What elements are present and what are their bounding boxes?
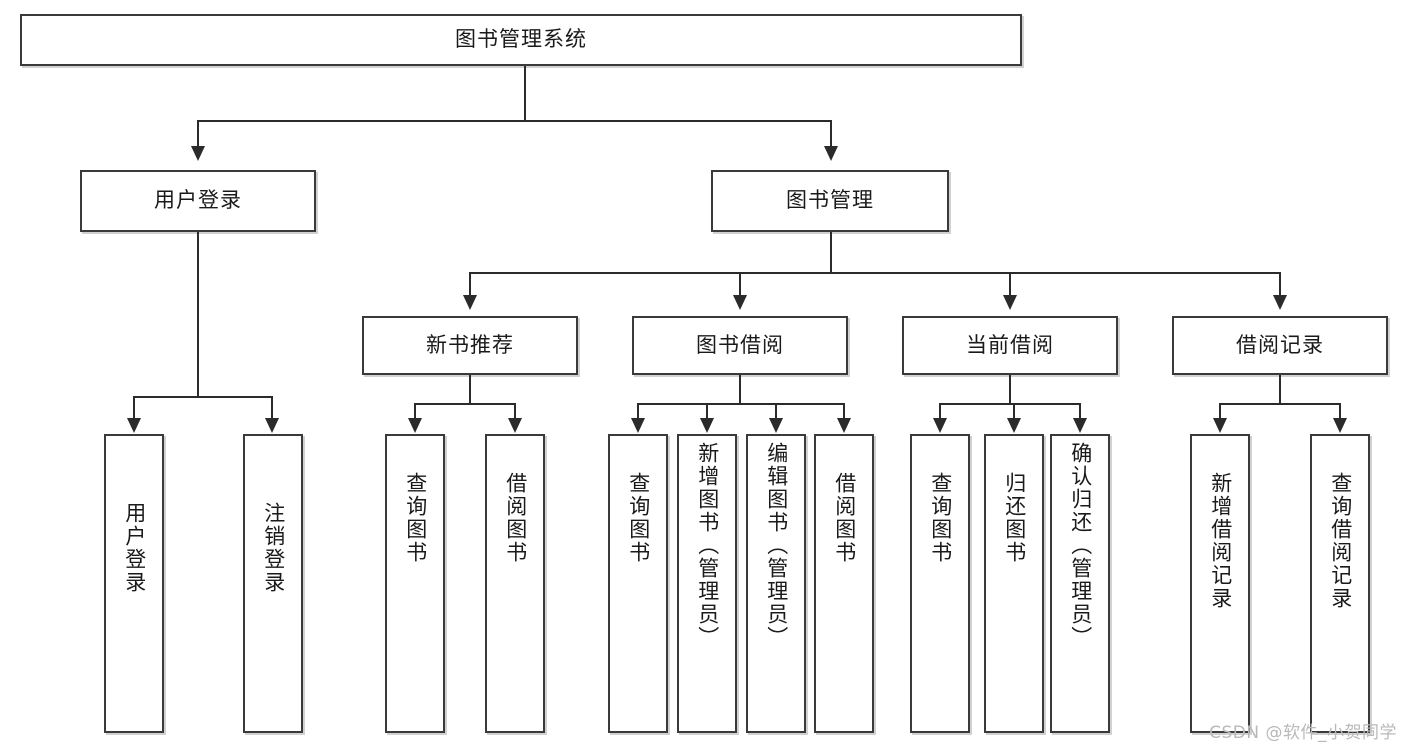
leaf-add-record[interactable]: 新增借阅记录 [1190, 434, 1250, 733]
leaf-add-book[interactable]: 新增图书（管理员） [677, 434, 737, 733]
leaf-borrow-book-1-label: 借阅图书 [503, 472, 528, 564]
connector-current-borrow-to-leaf-1 [939, 403, 941, 420]
connector-book-borrow-to-leaf-1 [637, 403, 639, 420]
arrow-current-borrow-to-leaf-1 [933, 418, 947, 433]
arrow-book-manage-to-new-book-rec [463, 295, 477, 310]
connector-borrow-record-bus [1219, 403, 1341, 405]
connector-borrow-record-stem [1279, 375, 1281, 405]
node-user-login[interactable]: 用户登录 [80, 170, 316, 232]
leaf-edit-book-label: 编辑图书（管理员） [764, 442, 789, 649]
connector-book-manage-stem [830, 232, 832, 274]
arrow-book-manage-to-borrow-record [1273, 295, 1287, 310]
leaf-query-record[interactable]: 查询借阅记录 [1310, 434, 1370, 733]
connector-book-manage-to-borrow-record [1279, 272, 1281, 297]
leaf-query-book-2[interactable]: 查询图书 [608, 434, 668, 733]
leaf-edit-book[interactable]: 编辑图书（管理员） [746, 434, 806, 733]
arrow-root-to-book-manage [824, 146, 838, 161]
arrow-borrow-record-to-leaf-2 [1333, 418, 1347, 433]
arrow-book-borrow-to-leaf-4 [837, 418, 851, 433]
connector-user-login-bus [133, 396, 273, 398]
connector-new-book-rec-to-leaf-2 [514, 403, 516, 420]
connector-book-manage-to-current-borrow [1009, 272, 1011, 297]
connector-current-borrow-stem [1009, 375, 1011, 405]
leaf-query-book-1[interactable]: 查询图书 [385, 434, 445, 733]
leaf-user-logout[interactable]: 注销登录 [243, 434, 303, 733]
connector-book-manage-to-new-book-rec [469, 272, 471, 297]
arrow-user-login-to-leaf-1 [127, 418, 141, 433]
node-current-borrow[interactable]: 当前借阅 [902, 316, 1118, 375]
arrow-book-manage-to-book-borrow [733, 295, 747, 310]
node-borrow-record-label: 借阅记录 [1236, 332, 1324, 357]
leaf-borrow-book-2-label: 借阅图书 [832, 472, 857, 564]
leaf-add-book-label: 新增图书（管理员） [695, 442, 720, 649]
leaf-user-login-label: 用户登录 [122, 502, 147, 594]
leaf-borrow-book-2[interactable]: 借阅图书 [814, 434, 874, 733]
arrow-current-borrow-to-leaf-2 [1007, 418, 1021, 433]
leaf-add-record-label: 新增借阅记录 [1208, 472, 1233, 610]
connector-root-to-user-login [197, 120, 199, 148]
arrow-current-borrow-to-leaf-3 [1073, 418, 1087, 433]
leaf-query-book-3[interactable]: 查询图书 [910, 434, 970, 733]
connector-borrow-record-to-leaf-1 [1219, 403, 1221, 420]
arrow-root-to-user-login [191, 146, 205, 161]
leaf-query-book-2-label: 查询图书 [626, 472, 651, 564]
leaf-return-book-label: 归还图书 [1002, 472, 1027, 564]
connector-current-borrow-bus [939, 403, 1081, 405]
connector-root-bus [197, 120, 832, 122]
connector-root-to-book-manage [830, 120, 832, 148]
node-new-book-rec[interactable]: 新书推荐 [362, 316, 578, 375]
node-book-manage-label: 图书管理 [786, 188, 874, 213]
arrow-new-book-rec-to-leaf-1 [408, 418, 422, 433]
leaf-query-book-1-label: 查询图书 [403, 472, 428, 564]
leaf-return-book[interactable]: 归还图书 [984, 434, 1044, 733]
leaf-query-record-label: 查询借阅记录 [1328, 472, 1353, 610]
connector-book-manage-to-book-borrow [739, 272, 741, 297]
connector-root-stem [524, 66, 526, 120]
connector-borrow-record-to-leaf-2 [1339, 403, 1341, 420]
arrow-book-borrow-to-leaf-2 [700, 418, 714, 433]
leaf-confirm-return-label: 确认归还（管理员） [1068, 442, 1093, 649]
arrow-book-borrow-to-leaf-1 [631, 418, 645, 433]
arrow-new-book-rec-to-leaf-2 [508, 418, 522, 433]
connector-current-borrow-to-leaf-3 [1079, 403, 1081, 420]
node-current-borrow-label: 当前借阅 [966, 332, 1054, 357]
connector-user-login-to-leaf-1 [133, 396, 135, 420]
node-borrow-record[interactable]: 借阅记录 [1172, 316, 1388, 375]
connector-book-manage-bus [469, 272, 1281, 274]
connector-book-borrow-to-leaf-2 [706, 403, 708, 420]
leaf-confirm-return[interactable]: 确认归还（管理员） [1050, 434, 1110, 733]
connector-user-login-to-leaf-2 [271, 396, 273, 420]
node-book-manage[interactable]: 图书管理 [711, 170, 949, 232]
node-new-book-rec-label: 新书推荐 [426, 332, 514, 357]
node-book-borrow[interactable]: 图书借阅 [632, 316, 848, 375]
arrow-borrow-record-to-leaf-1 [1213, 418, 1227, 433]
node-root[interactable]: 图书管理系统 [20, 14, 1022, 66]
connector-new-book-rec-to-leaf-1 [414, 403, 416, 420]
arrow-book-borrow-to-leaf-3 [769, 418, 783, 433]
leaf-user-logout-label: 注销登录 [261, 502, 286, 594]
connector-new-book-rec-bus [414, 403, 516, 405]
watermark-text: CSDN @软件_小贺同学 [1209, 723, 1397, 743]
arrow-book-manage-to-current-borrow [1003, 295, 1017, 310]
connector-new-book-rec-stem [469, 375, 471, 405]
connector-book-borrow-bus [637, 403, 845, 405]
leaf-borrow-book-1[interactable]: 借阅图书 [485, 434, 545, 733]
connector-current-borrow-to-leaf-2 [1013, 403, 1015, 420]
connector-user-login-stem [197, 232, 199, 398]
leaf-user-login[interactable]: 用户登录 [104, 434, 164, 733]
node-root-label: 图书管理系统 [455, 27, 587, 52]
leaf-query-book-3-label: 查询图书 [928, 472, 953, 564]
connector-book-borrow-to-leaf-4 [843, 403, 845, 420]
node-user-login-label: 用户登录 [154, 188, 242, 213]
arrow-user-login-to-leaf-2 [265, 418, 279, 433]
connector-book-borrow-to-leaf-3 [775, 403, 777, 420]
connector-book-borrow-stem [739, 375, 741, 405]
node-book-borrow-label: 图书借阅 [696, 332, 784, 357]
